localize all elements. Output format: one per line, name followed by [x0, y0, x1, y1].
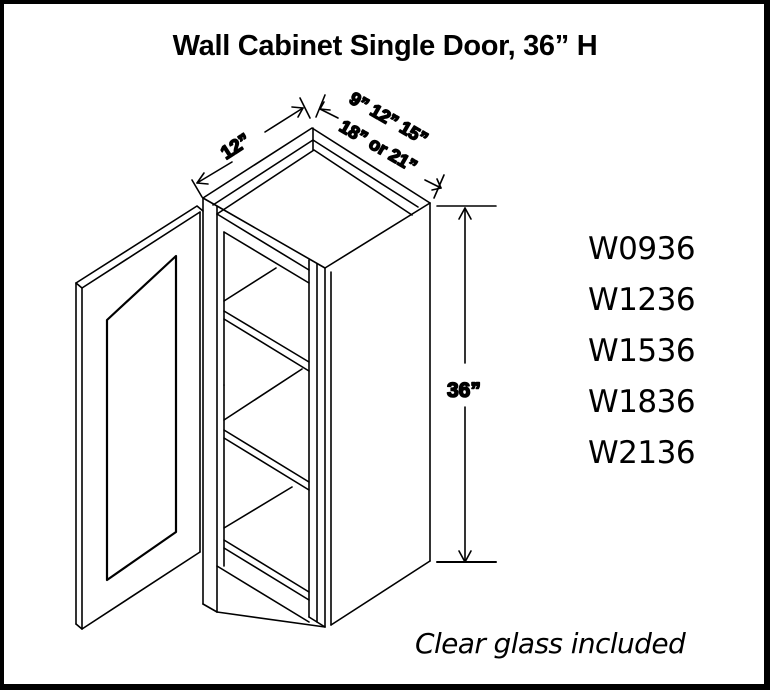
width-dimension: [315, 94, 445, 199]
model-number: W1236: [588, 282, 696, 318]
model-number: W1536: [588, 333, 696, 369]
model-number: W2136: [588, 435, 696, 471]
depth-dimension: [191, 97, 311, 198]
depth-label: 12”: [217, 130, 254, 164]
diagram-title: Wall Cabinet Single Door, 36” H: [172, 30, 598, 62]
cabinet-shelves: [223, 267, 310, 529]
cabinet-door: [75, 205, 204, 630]
glass-note: Clear glass included: [415, 627, 686, 660]
cabinet-right-side: [324, 202, 431, 628]
height-label: 36”: [447, 379, 481, 402]
cabinet-face-frame: [202, 197, 326, 628]
model-list: W0936 W1236 W1536 W1836 W2136: [588, 224, 696, 479]
model-number: W1836: [588, 384, 696, 420]
diagram-frame: [4, 4, 764, 684]
height-dimension: [436, 205, 497, 563]
model-number: W0936: [588, 231, 696, 267]
cabinet-top-face: [202, 127, 431, 269]
